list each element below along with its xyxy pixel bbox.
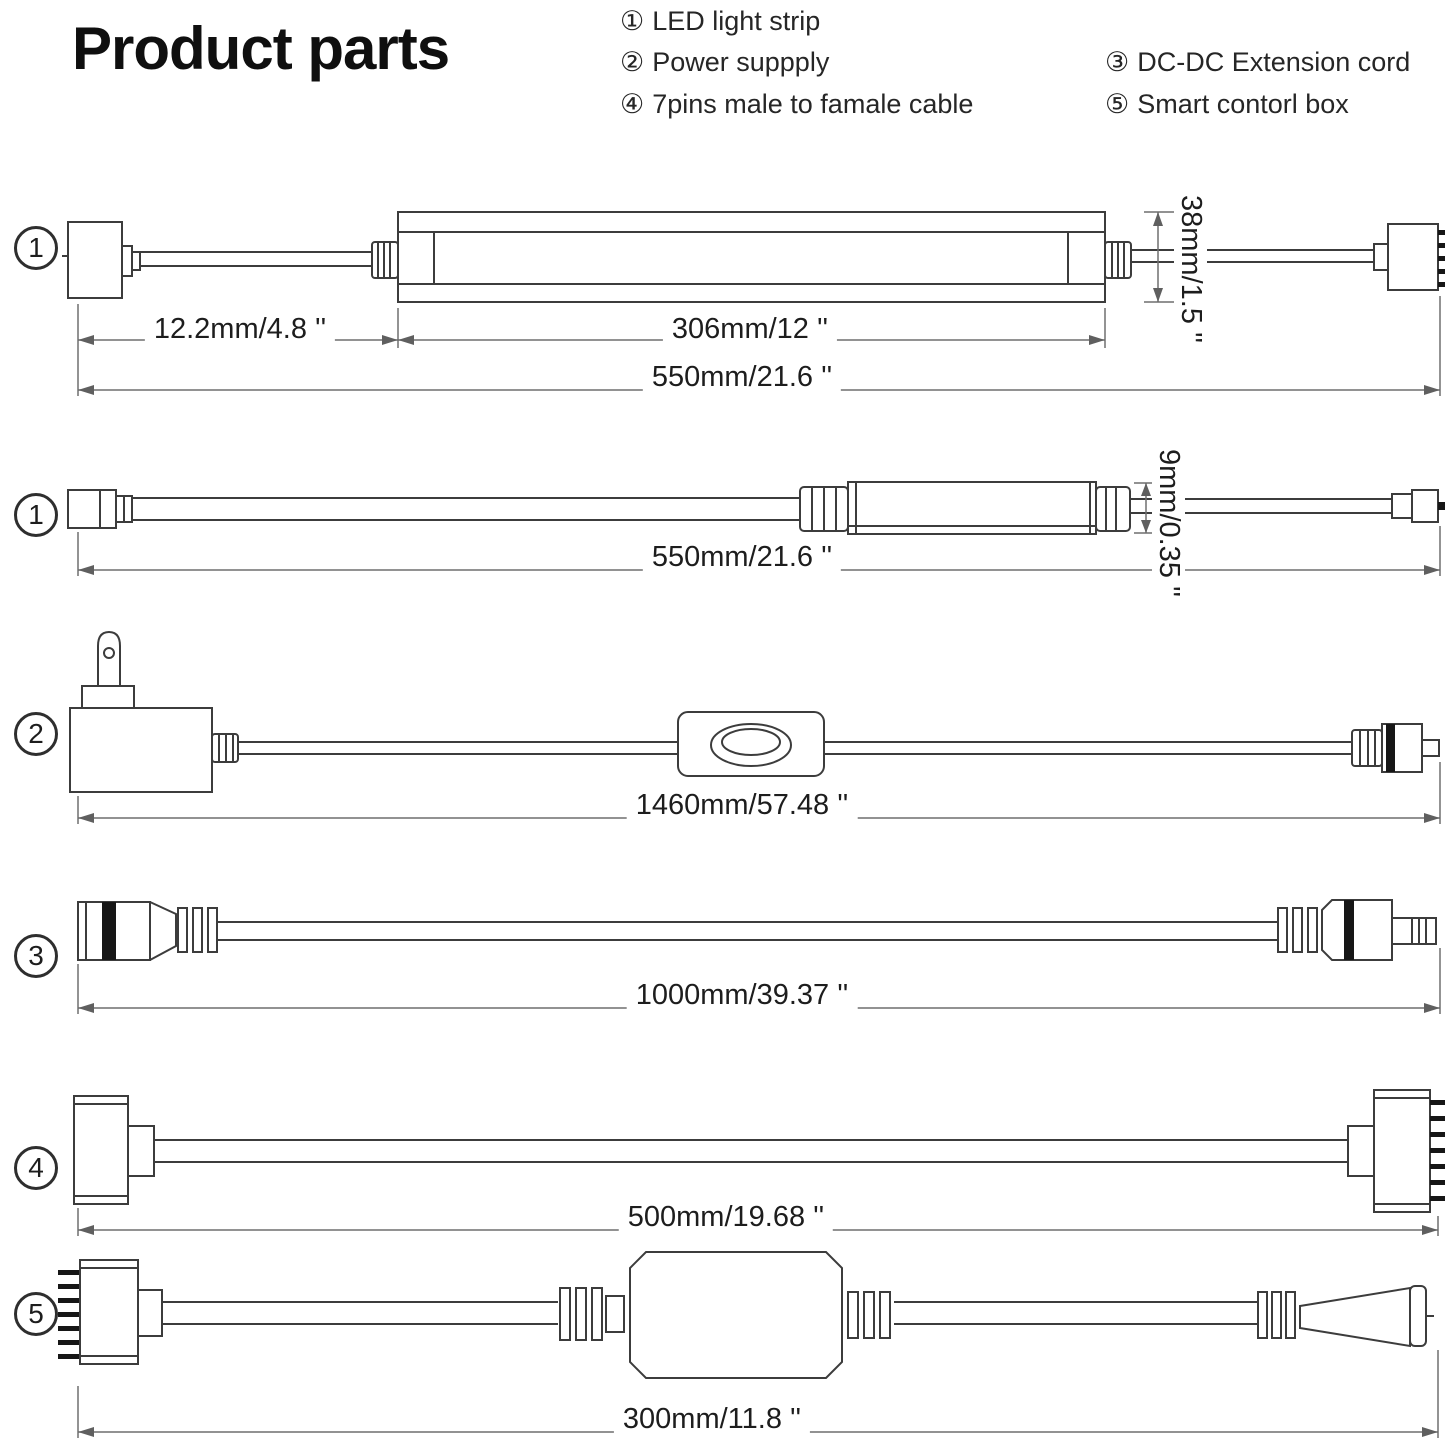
dim-label-strip-side-total: 550mm/21.6 '': [642, 540, 842, 574]
page-title: Product parts: [72, 15, 450, 82]
height-bracket-38mm: [1144, 211, 1174, 303]
dim-label-pin-cable-total: 500mm/19.68 '': [618, 1200, 834, 1234]
legend-num-4: ④: [620, 89, 645, 119]
dim-label-connector-length: 12.2mm/4.8 '': [144, 312, 336, 346]
legend-label-3: DC-DC Extension cord: [1137, 47, 1411, 77]
legend-num-5: ⑤: [1105, 89, 1130, 119]
dc-extension-cord-drawing: [77, 899, 1437, 961]
dim-label-extension-cord-total: 1000mm/39.37 '': [626, 978, 858, 1012]
row-badge-power-supply: 2: [14, 712, 58, 756]
pin-teeth: [1430, 1100, 1445, 1201]
legend-num-1: ①: [620, 6, 645, 36]
pin-teeth: [1438, 230, 1445, 287]
legend-label-5: Smart contorl box: [1137, 89, 1349, 119]
legend-label-2: Power suppply: [652, 47, 830, 77]
dim-label-strip-front-total: 550mm/21.6 '': [642, 360, 842, 394]
pin-teeth: [58, 1270, 80, 1359]
power-supply-drawing: [69, 630, 1440, 793]
legend-num-2: ②: [620, 47, 645, 77]
seven-pin-cable-drawing: [73, 1089, 1445, 1213]
row-badge-strip-side: 1: [14, 493, 58, 537]
row-badge-strip-front: 1: [14, 226, 58, 270]
dim-label-body-length: 306mm/12 '': [662, 312, 838, 346]
legend-label-1: LED light strip: [652, 6, 821, 36]
row-badge-control-box: 5: [14, 1292, 58, 1336]
height-bracket-9mm: [1134, 482, 1158, 534]
dim-label-strip-height: 38mm/1.5 '': [1174, 186, 1207, 353]
legend-label-4: 7pins male to famale cable: [652, 89, 974, 119]
led-strip-front-view: [62, 211, 1445, 303]
smart-control-box-drawing: [58, 1251, 1434, 1379]
dim-label-control-box-total: 300mm/11.8 '': [613, 1402, 811, 1436]
row-badge-pin-cable: 4: [14, 1146, 58, 1190]
dim-label-strip-thickness: 9mm/0.35 '': [1152, 440, 1185, 607]
led-strip-side-view: [67, 481, 1445, 535]
legend-num-3: ③: [1105, 47, 1130, 77]
row-badge-extension-cord: 3: [14, 934, 58, 978]
dim-label-power-supply-total: 1460mm/57.48 '': [626, 788, 858, 822]
